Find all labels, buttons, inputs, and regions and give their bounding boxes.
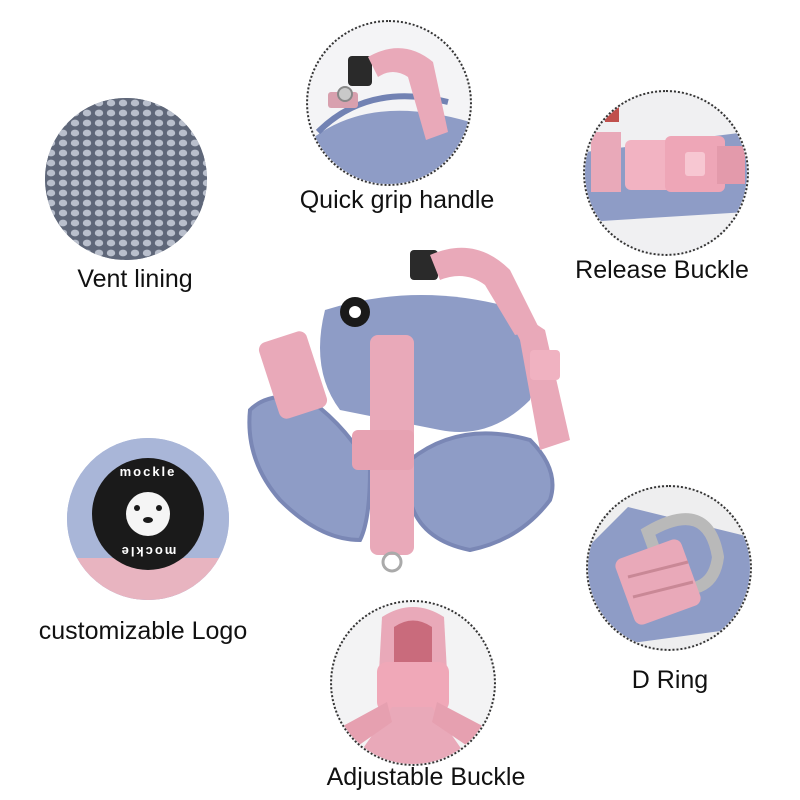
logo-text-top: mockle xyxy=(119,464,177,479)
harness-main-photo xyxy=(240,240,600,580)
vent-lining-photo xyxy=(45,98,207,260)
logo-text-bottom: mockle xyxy=(119,544,177,559)
grip-handle-label: Quick grip handle xyxy=(299,186,495,214)
d-ring-photo xyxy=(586,485,752,651)
d-ring-label: D Ring xyxy=(631,666,709,694)
release-buckle-photo xyxy=(583,90,749,256)
grip-handle-photo xyxy=(306,20,472,186)
custom-logo-photo: mockle mockle xyxy=(67,438,229,600)
vent-lining-label: Vent lining xyxy=(77,265,193,293)
release-buckle-label: Release Buckle xyxy=(575,256,749,284)
custom-logo-label: customizable Logo xyxy=(38,617,248,645)
adjustable-buckle-photo xyxy=(330,600,496,766)
adjustable-buckle-label: Adjustable Buckle xyxy=(326,763,526,791)
